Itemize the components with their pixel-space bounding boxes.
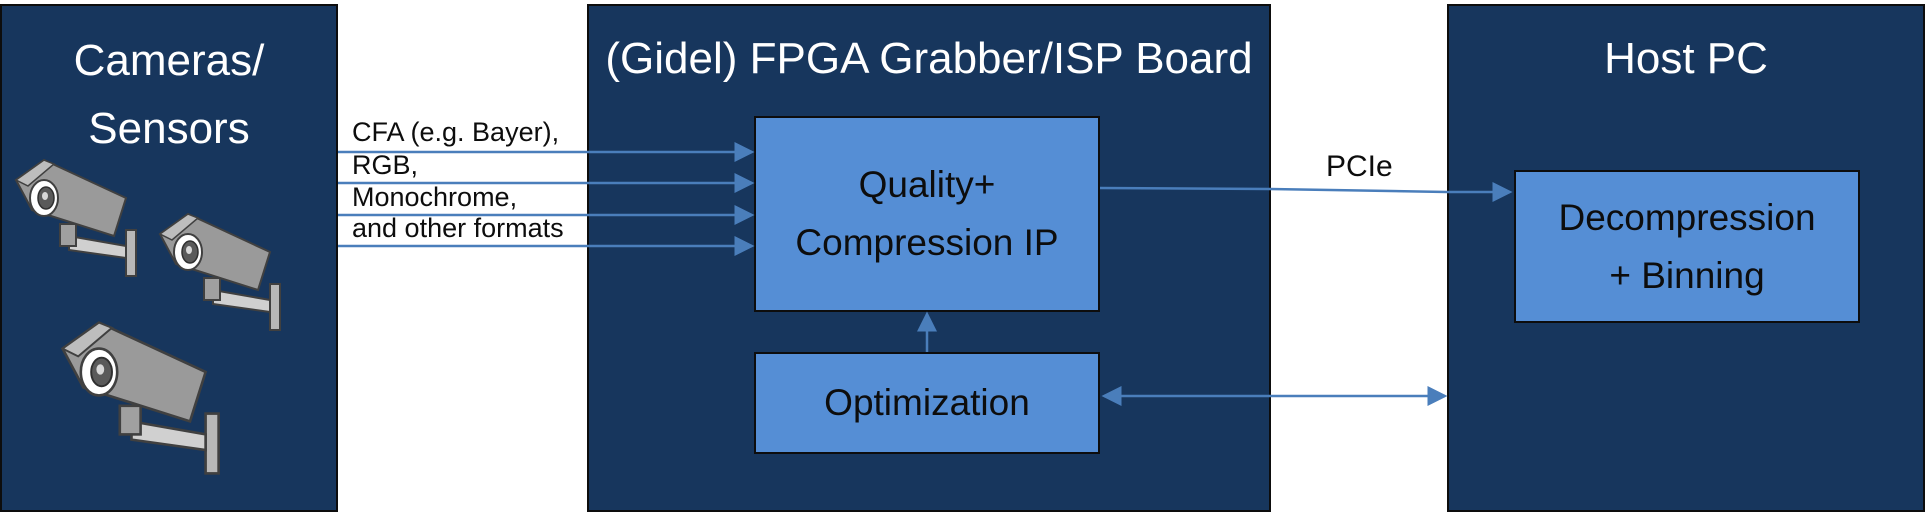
decompression-box: Decompression + Binning (1514, 170, 1860, 323)
security-camera-icon (15, 159, 137, 277)
cameras-title-line1: Cameras/ (73, 36, 265, 85)
input-format-label: CFA (e.g. Bayer), (352, 117, 560, 147)
pcie-arrow (1099, 182, 1513, 202)
input-format-label: Monochrome, (352, 182, 518, 212)
cameras-title-line2: Sensors (88, 104, 250, 153)
decompression-line1: Decompression (1558, 196, 1816, 238)
input-format-label: RGB, (352, 150, 419, 180)
quality-compression-box: Quality+ Compression IP (754, 116, 1100, 312)
quality-line2: Compression IP (795, 222, 1059, 263)
optimization-label: Optimization (824, 382, 1030, 423)
fpga-board-title: (Gidel) FPGA Grabber/ISP Board (605, 34, 1253, 83)
security-camera-icon (159, 213, 281, 331)
security-camera-icon (61, 321, 220, 475)
input-format-label: and other formats (352, 213, 564, 243)
quality-line1: Quality+ (858, 164, 996, 205)
pcie-label: PCIe (1326, 150, 1393, 183)
decompression-line2: + Binning (1609, 254, 1765, 296)
optimization-box: Optimization (754, 352, 1100, 454)
host-pc-title: Host PC (1604, 34, 1768, 83)
